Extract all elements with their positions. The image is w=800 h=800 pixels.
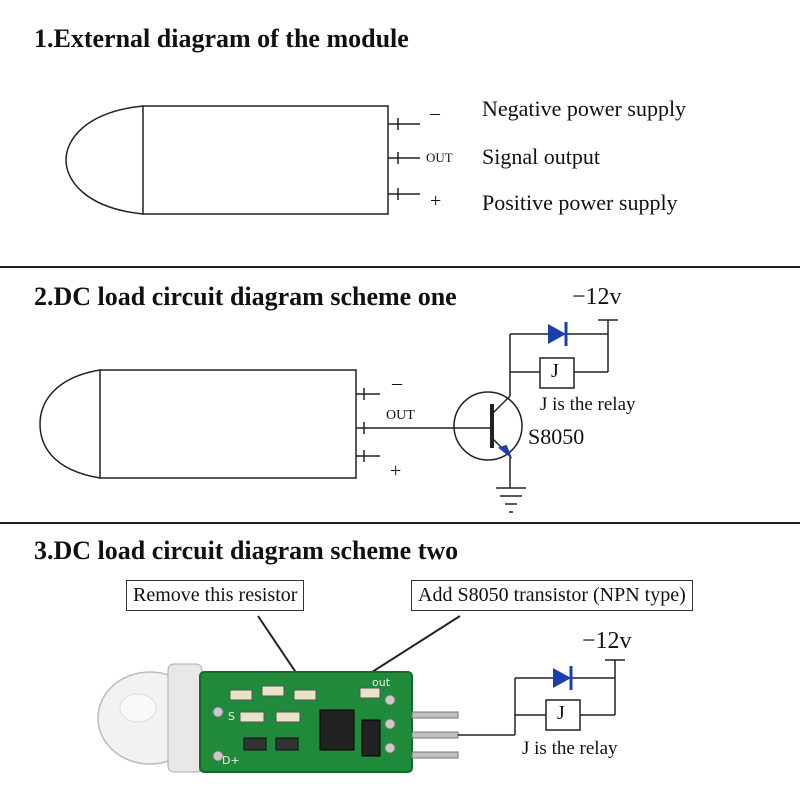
relay-symbol-1: J bbox=[551, 360, 559, 382]
relay-symbol-2: J bbox=[557, 702, 565, 724]
board-label-out: out bbox=[372, 676, 391, 689]
plus-label: + bbox=[390, 460, 402, 482]
pir-module-photo bbox=[97, 663, 459, 773]
circuit-scheme-one bbox=[380, 319, 618, 513]
section2-title: 2.DC load circuit diagram scheme one bbox=[34, 282, 457, 311]
relay-note-2: J is the relay bbox=[522, 738, 618, 759]
out-label: OUT bbox=[386, 408, 415, 423]
section1-title: 1.External diagram of the module bbox=[34, 24, 409, 53]
pin-desc-out: Signal output bbox=[482, 144, 600, 169]
board-label-s: S bbox=[228, 710, 235, 723]
diode-symbol-1 bbox=[548, 324, 566, 344]
pin-desc-positive: Positive power supply bbox=[482, 190, 678, 215]
callout-add-transistor: Add S8050 transistor (NPN type) bbox=[411, 580, 693, 611]
emitter-arrow bbox=[497, 444, 513, 460]
minus-label: – bbox=[392, 372, 402, 394]
divider-1 bbox=[0, 266, 800, 268]
pin-symbol-out: OUT bbox=[426, 150, 453, 165]
board-label-dplus: D+ bbox=[222, 754, 240, 767]
callout-remove-resistor: Remove this resistor bbox=[126, 580, 305, 611]
diode-symbol-2 bbox=[553, 668, 571, 688]
supply-label-1: −12v bbox=[572, 284, 622, 310]
pin-desc-negative: Negative power supply bbox=[482, 96, 687, 121]
divider-2 bbox=[0, 522, 800, 524]
relay-note-1: J is the relay bbox=[540, 394, 636, 415]
section3-title: 3.DC load circuit diagram scheme two bbox=[34, 536, 459, 565]
supply-label-2: −12v bbox=[582, 628, 632, 654]
module-outline-1 bbox=[65, 105, 420, 215]
pin-symbol-negative: – bbox=[430, 102, 440, 124]
transistor-label: S8050 bbox=[528, 424, 585, 449]
circuit-scheme-two bbox=[458, 659, 625, 736]
pin-symbol-positive: + bbox=[430, 190, 442, 212]
module-outline-2 bbox=[39, 369, 380, 479]
